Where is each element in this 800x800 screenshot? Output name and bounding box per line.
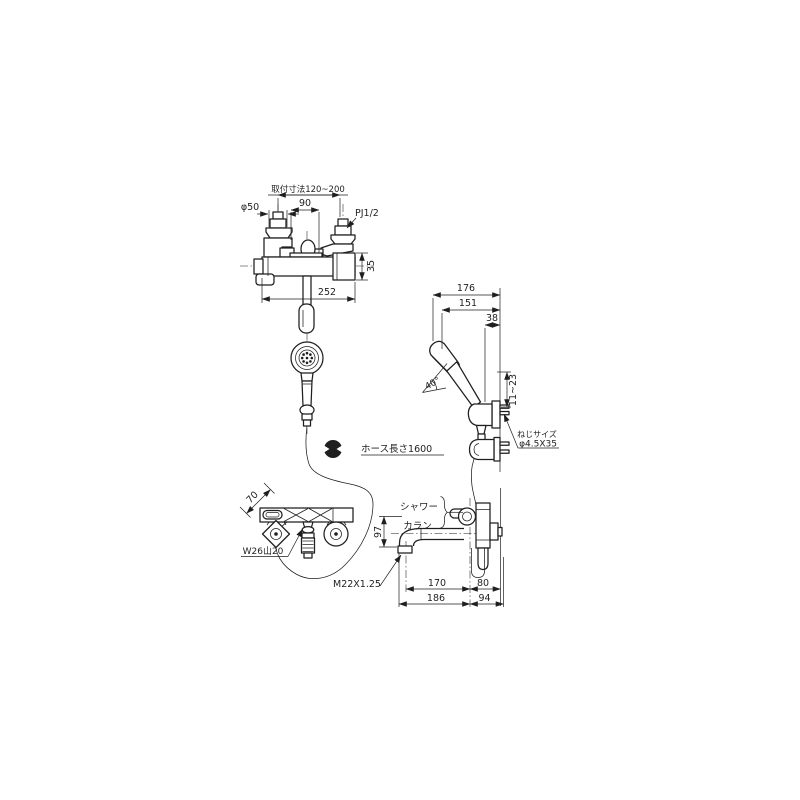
- label-spout-position: カラン: [403, 521, 432, 532]
- front-view: [240, 204, 374, 341]
- right-flange-top: [323, 521, 349, 547]
- left-inlet-leg: [263, 211, 295, 258]
- machining-marks: [283, 508, 333, 522]
- dim-reach-outer: 186: [427, 593, 445, 604]
- labels-brace: [440, 496, 448, 529]
- dim-reach-head: 151: [459, 298, 477, 309]
- label-shower-position: シャワー: [400, 502, 438, 513]
- dim-escutcheon-dia: φ50: [241, 202, 259, 213]
- top-view: 70 W26山20: [239, 482, 354, 559]
- hose-length-label: ホース長さ1600: [361, 444, 432, 455]
- valve-body: [449, 502, 503, 578]
- dim-hook-range: 11~23: [508, 374, 519, 406]
- dim-inlet-thread: PJ1/2: [355, 208, 379, 219]
- dim-mount-pitch: 取付寸法120~200: [271, 184, 345, 195]
- screw-note-line1: ねじサイズ: [517, 429, 557, 439]
- spout-side-view: シャワー カラン 97 M22X1.25 170 80 186 94: [333, 488, 504, 607]
- shower-hook: [467, 400, 510, 441]
- hand-shower-front-view: [290, 341, 324, 434]
- dim-wall-outer: 94: [478, 593, 490, 604]
- hand-shower-side-view: 40° 176 151 38 11~23 ねじサイズ φ4.5X35: [422, 283, 559, 506]
- hose-outlet-connector: [300, 521, 316, 559]
- dim-body-depth: 70: [244, 489, 260, 505]
- screw-note-line2: φ4.5X35: [519, 440, 557, 450]
- dim-reach-total: 176: [457, 283, 475, 294]
- hose-marker-dot: [324, 440, 342, 458]
- dim-wall-inner: 80: [477, 578, 489, 589]
- lever-handle: [298, 275, 315, 334]
- spray-holes: [300, 351, 314, 365]
- dim-inlet-pitch: 90: [299, 198, 311, 209]
- head-angle-dim: 40°: [422, 363, 448, 393]
- dim-hook-offset: 38: [486, 313, 498, 324]
- dim-handle-height: 35: [366, 260, 377, 272]
- dim-body-width: 252: [318, 287, 336, 298]
- dim-reach-inner: 170: [428, 578, 446, 589]
- front-view-dimensions: 取付寸法120~200 90 φ50 PJ1/2 35 252: [241, 184, 379, 303]
- dim-spout-thread: M22X1.25: [333, 579, 381, 590]
- hose-note: ホース長さ1600: [324, 440, 444, 458]
- spare-hook: [468, 436, 510, 462]
- spout: [397, 527, 464, 554]
- hose-thread-label: W26山20: [243, 546, 284, 557]
- aerator: [397, 545, 413, 554]
- dim-head-angle: 40°: [424, 376, 443, 393]
- left-flange-top: [261, 519, 291, 549]
- dim-spout-drop: 97: [373, 526, 384, 538]
